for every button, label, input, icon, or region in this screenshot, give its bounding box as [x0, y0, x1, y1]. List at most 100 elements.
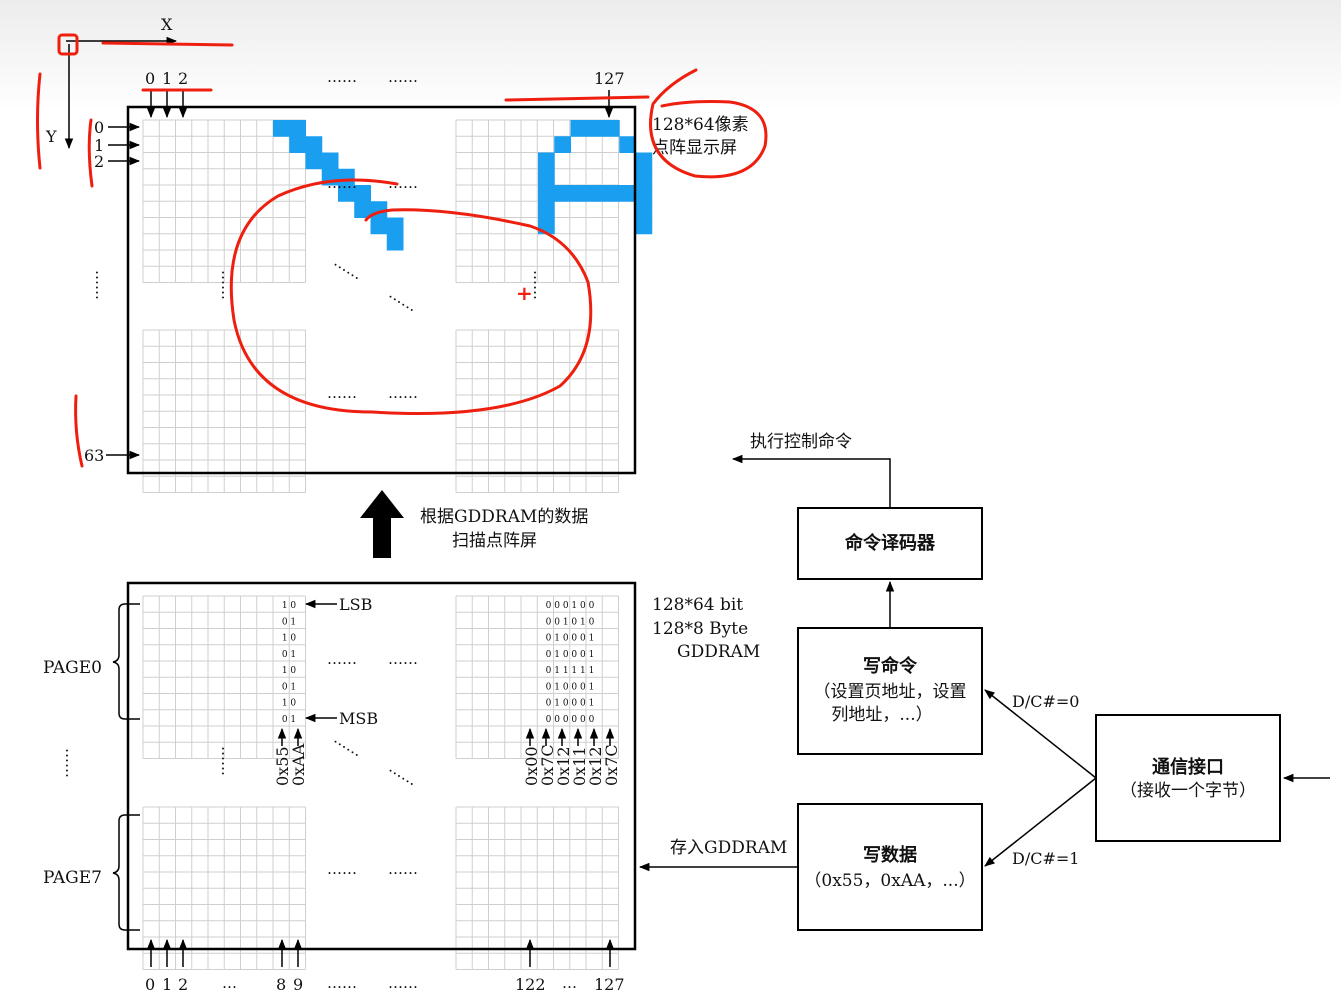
glyph-pixel-A [538, 201, 555, 218]
gd-dots-3: …… [327, 860, 357, 878]
bit-row-right: 0 0 0 0 0 0 [546, 715, 595, 725]
page7-brace [112, 814, 140, 931]
display-grid-bottom-right [455, 329, 619, 493]
cursor-crosshair-icon: + [516, 281, 533, 305]
bottom-col-1: 1 [162, 975, 172, 994]
bit-row-left: 0 1 [282, 682, 296, 692]
top-edge-annotation [504, 95, 650, 102]
page0-brace [112, 603, 140, 720]
glyph-pixel-left [289, 136, 306, 153]
bottom-dots-2: …… [388, 384, 418, 402]
bit-row-right: 0 1 1 1 1 1 [546, 666, 595, 676]
glyph-pixel-A [635, 217, 653, 235]
row-label-0: 0 [94, 118, 104, 137]
byte-arrows [277, 727, 615, 746]
row-label-1: 1 [94, 136, 104, 155]
glyph-pixel-A [635, 152, 653, 170]
left-vdots: …… [92, 270, 110, 300]
bit-row-right: 0 0 0 1 0 0 [546, 601, 595, 611]
gd-dots-1: …… [327, 650, 357, 668]
glyph-pixel-A [554, 185, 571, 202]
glyph-pixel-left [305, 136, 323, 153]
col-label-1: 1 [162, 69, 172, 88]
glyph-pixel-A [554, 136, 571, 153]
gddram-grid-page0-right [455, 595, 619, 759]
dc1-label: D/C#=1 [1012, 849, 1079, 868]
scan-arrow-icon [360, 490, 404, 558]
col-label-127: 127 [594, 69, 625, 88]
diag-dots-1: …… [331, 252, 366, 283]
bit-row-left: 1 0 [282, 699, 297, 709]
scan-label-line1: 根据GDDRAM的数据 [420, 507, 588, 527]
row-label-2: 2 [94, 152, 104, 171]
bottom-col-122: 122 [515, 975, 546, 994]
display-grid-top-left [142, 119, 306, 283]
col-label-0: 0 [145, 69, 155, 88]
comm-interface-title: 通信接口 [1152, 756, 1224, 778]
center-loop-annotation [229, 178, 593, 415]
bottom-col-9: 9 [293, 975, 303, 994]
glyph-pixel-left [354, 201, 371, 218]
byte-label-3: 0x11 [570, 746, 589, 786]
y-axis-label: Y [45, 127, 57, 146]
glyph-pixel-A [538, 152, 555, 170]
glyph-pixel-left [273, 120, 290, 137]
bottom-col-2: 2 [178, 975, 188, 994]
comm-interface-line: （接收一个字节） [1120, 781, 1256, 801]
write-data-title: 写数据 [863, 844, 917, 866]
bit-row-left: 0 1 [282, 715, 296, 725]
gd-dots-2: …… [388, 650, 418, 668]
glyph-pixel-A [586, 120, 604, 137]
bottom-col-dots-d: … [562, 974, 577, 992]
col-dots-2: …… [388, 68, 418, 86]
red-annotations [36, 33, 768, 468]
dc0-label: D/C#=0 [1012, 692, 1079, 711]
row-label-63: 63 [84, 446, 104, 465]
y-mark-annotation-1 [36, 72, 42, 170]
command-decoder-label: 命令译码器 [845, 532, 936, 554]
glyph-pixel-A [635, 201, 653, 218]
bottom-col-0: 0 [145, 975, 155, 994]
glyph-pixel-A [538, 168, 555, 186]
gd-diag-1: …… [331, 729, 366, 760]
byte-label-0xAA: 0xAA [289, 743, 308, 786]
bottom-col-dots-b: …… [327, 974, 357, 992]
glyph-pixel-A [586, 185, 604, 202]
grid-vdots-left: …… [218, 270, 236, 300]
write-data-block [797, 803, 983, 931]
x-axis-label: X [161, 15, 173, 34]
bottom-col-arrows [146, 938, 615, 967]
page7-label: PAGE7 [43, 868, 102, 888]
bottom-dots-1: …… [327, 384, 357, 402]
mid-dots-1: …… [327, 174, 357, 192]
origin-circle-annotation [57, 33, 79, 56]
glyph-pixel-A [603, 185, 620, 202]
glyph-pixel-A [619, 136, 636, 153]
bit-row-left: 1 0 [282, 634, 297, 644]
display-panel [126, 105, 637, 475]
glyph-pixel-A [570, 185, 588, 202]
glyph-pixel-left [305, 152, 323, 170]
bit-row-left: 1 0 [282, 601, 297, 611]
dc0-arrow [984, 689, 1097, 779]
write-command-block [797, 627, 983, 755]
byte-label-0x55: 0x55 [273, 746, 292, 786]
grid-vdots-right: …… [530, 270, 548, 300]
store-label: 存入GDDRAM [670, 838, 787, 858]
bit-row-right: 0 1 0 0 0 1 [546, 682, 595, 692]
bit-row-right: 0 1 0 0 0 1 [546, 634, 595, 644]
bit-row-right: 0 1 0 0 0 1 [546, 699, 595, 709]
write-command-title: 写命令 [863, 655, 918, 677]
byte-label-4: 0x12 [586, 746, 605, 786]
msb-label: MSB [339, 709, 378, 728]
col-label-2: 2 [178, 69, 188, 88]
page0-label: PAGE0 [43, 658, 102, 678]
gddram-grid-page7-left [142, 806, 306, 970]
y-mark-annotation-2 [87, 118, 94, 188]
glyph-pixel-A [603, 120, 620, 137]
display-grid-top-right [455, 119, 619, 283]
glyph-pixel-left [321, 152, 339, 170]
dc1-arrow [984, 777, 1097, 867]
glyph-pixel-left [338, 185, 355, 202]
gddram-info-bits: 128*64 bit [652, 595, 743, 615]
